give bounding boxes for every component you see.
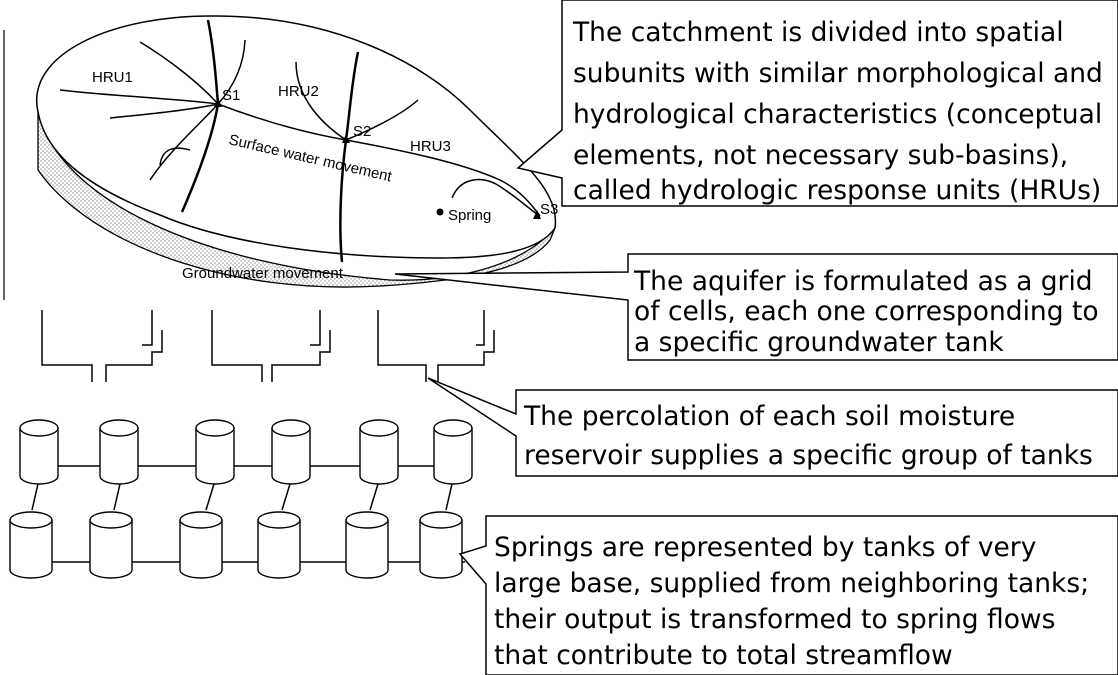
spring-point — [436, 208, 444, 216]
soil-reservoir-3 — [377, 310, 495, 382]
stream-main — [217, 103, 541, 217]
tank-r2-4 — [257, 511, 301, 579]
soil-reservoirs — [41, 310, 495, 382]
tank-r1-3 — [195, 419, 235, 485]
tank-r2-1 — [9, 511, 53, 579]
tank-r1-2 — [99, 419, 139, 485]
callout-aquifer-text: The aquifer is formulated as a grid of c… — [633, 266, 1107, 358]
callout-hru-box — [516, 0, 1118, 207]
callout-percolation-box — [427, 377, 1118, 477]
stream-spring — [451, 178, 541, 217]
callout-hru-text: The catchment is divided into spatial su… — [572, 17, 1111, 206]
callout-springs: Springs are represented by tanks of very… — [458, 515, 1118, 675]
outlet-marker-s1 — [214, 98, 222, 107]
tank-r2-2 — [89, 511, 133, 579]
tank-r2-5 — [345, 511, 389, 579]
callout-hru: The catchment is divided into spatial su… — [516, 0, 1118, 207]
stream-hru2-a — [217, 39, 246, 105]
stream-hru1-d — [149, 103, 219, 181]
callout-springs-text: Springs are represented by tanks of very… — [494, 532, 1098, 671]
outlet-marker-s3 — [533, 210, 541, 219]
stream-hru1-c — [109, 103, 219, 119]
tank-link-6 — [445, 483, 453, 511]
s3-label: S3 — [540, 201, 558, 218]
hru1-label: HRU1 — [92, 69, 133, 86]
outlet-marker-s2 — [342, 134, 350, 143]
tank-link-5 — [369, 483, 379, 511]
stream-hru1-a — [59, 89, 219, 105]
soil-reservoir-1 — [41, 310, 163, 382]
tank-r1-1 — [19, 419, 59, 485]
spring-label: Spring — [448, 207, 491, 224]
callout-springs-box — [458, 515, 1118, 675]
callout-aquifer: The aquifer is formulated as a grid of c… — [394, 253, 1118, 361]
tank-link-1 — [31, 483, 39, 511]
catchment-surface — [35, 15, 557, 259]
soil-reservoir-2 — [211, 310, 331, 382]
callout-aquifer-box — [394, 253, 1118, 361]
hru2-label: HRU2 — [278, 83, 319, 100]
aquifer-body — [37, 111, 556, 288]
s2-label: S2 — [353, 123, 371, 140]
groundwater-label: Groundwater movement — [182, 265, 344, 282]
stream-hru1-b — [139, 41, 219, 105]
tank-r1-5 — [359, 419, 399, 485]
groundwater-tank-grid — [9, 419, 473, 579]
tank-r2-3 — [179, 511, 223, 579]
tank-link-2 — [113, 483, 121, 511]
tank-link-3 — [205, 483, 215, 511]
tank-link-4 — [281, 483, 291, 511]
s1-label: S1 — [222, 87, 240, 104]
tank-r1-6 — [433, 419, 473, 485]
tank-r2-6 — [419, 511, 463, 579]
tank-r1-4 — [271, 419, 311, 485]
hru3-label: HRU3 — [410, 138, 451, 155]
catchment-landscape: HRU1 HRU2 HRU3 S1 S2 S3 Spring Surface w… — [35, 15, 558, 288]
callout-percolation: The percolation of each soil moisture re… — [427, 377, 1118, 477]
stream-hru2-b — [295, 61, 347, 141]
stream-hru1-e — [159, 147, 191, 166]
callout-percolation-text: The percolation of each soil moisture re… — [523, 401, 1093, 471]
stream-hru3-a — [345, 99, 419, 141]
